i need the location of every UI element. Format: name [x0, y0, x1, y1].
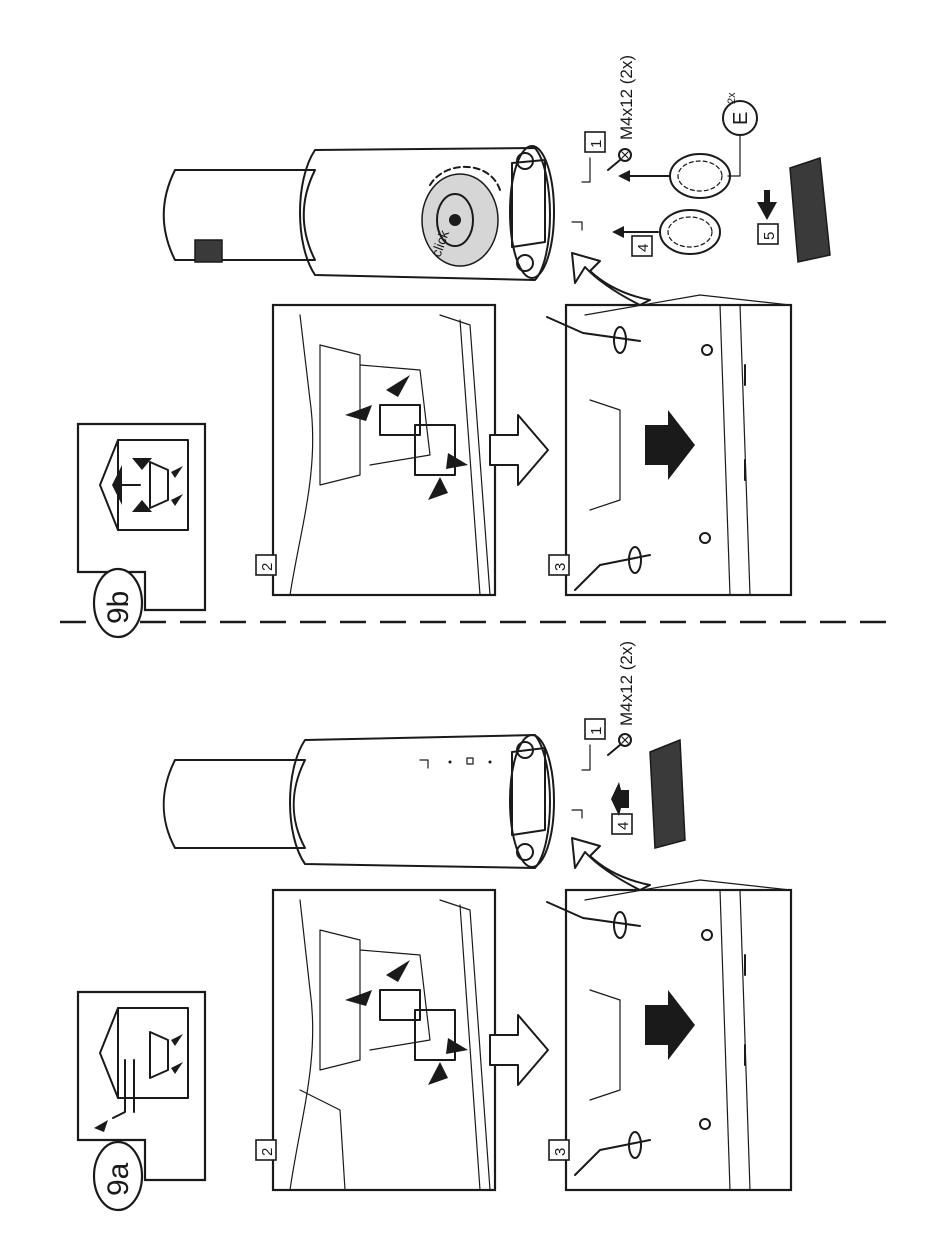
step-1-label-9a: 1	[588, 727, 605, 735]
carbon-filter-icon	[790, 158, 830, 262]
screw-spec-9a: M4x12 (2x)	[617, 641, 636, 726]
panel-9a-step-3: 3	[547, 880, 791, 1190]
step-3-label: 3	[552, 1148, 569, 1156]
step-2-label: 2	[259, 1148, 276, 1156]
screw-spec-9b: M4x12 (2x)	[617, 55, 636, 140]
step-1-label-9b: 1	[588, 140, 605, 148]
section-9b: 9b 2	[78, 55, 830, 637]
insert-arrow-icon	[611, 782, 629, 816]
badge-9a-text: 9a	[102, 1162, 135, 1196]
flow-arrow-icon	[490, 415, 548, 485]
part-letter: E	[730, 112, 752, 125]
panel-9b-step-2: 2	[256, 305, 495, 595]
badge-9b-text: 9b	[102, 591, 135, 624]
part-quantity: 2x	[726, 92, 738, 104]
step-4-label-9a: 4	[615, 822, 632, 830]
section-9a: 9a 2	[78, 641, 791, 1210]
panel-9a-step-2: 2	[256, 890, 495, 1190]
panel-9b-step-3: 3	[547, 295, 791, 595]
screw-icon	[608, 734, 631, 755]
hood-cylinder-9a	[164, 735, 554, 868]
mode-icon-box-9a: 9a	[78, 992, 205, 1210]
screw-icon	[608, 149, 631, 170]
filter-ring-icon	[660, 210, 720, 254]
step-3-label: 3	[552, 563, 569, 571]
grease-filter-icon	[650, 740, 685, 848]
curved-flow-arrow-icon	[572, 838, 650, 890]
step-5-label: 5	[761, 232, 778, 240]
flow-arrow-icon	[490, 1015, 548, 1085]
hood-cylinder-9b	[164, 146, 554, 280]
insert-arrow-icon	[757, 190, 777, 220]
filter-ring-icon	[670, 154, 730, 198]
step-4-label-9b: 4	[635, 244, 652, 252]
mode-icon-box-9b: 9b	[78, 424, 205, 637]
step-2-label: 2	[259, 563, 276, 571]
curved-flow-arrow-icon	[572, 253, 650, 305]
